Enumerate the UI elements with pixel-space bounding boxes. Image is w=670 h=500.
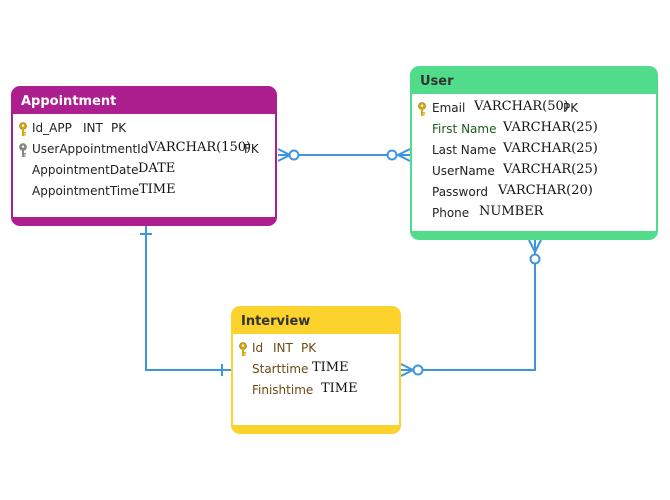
optional-circle-interview-end (412, 364, 424, 376)
entity-user-footer (412, 231, 656, 238)
entity-interview-footer (233, 425, 399, 432)
user-column-password[interactable]: Password VARCHAR(20) (432, 183, 593, 199)
key-icon (18, 143, 28, 158)
entity-interview-header[interactable]: Interview (233, 308, 399, 334)
user-column-username[interactable]: UserName VARCHAR(25) (432, 162, 598, 178)
appointment-column-id-app[interactable]: Id_APP INT PK (13, 119, 275, 139)
key-icon (18, 122, 28, 137)
entity-appointment-header[interactable]: Appointment (13, 88, 275, 114)
appointment-column-userappointmentid[interactable]: UserAppointmentId VARCHAR(150) FK (13, 140, 275, 160)
connector-appointment-interview (145, 226, 231, 371)
appointment-column-appointmentdate[interactable]: AppointmentDate DATE (32, 161, 176, 177)
optional-circle-appointment-end (288, 149, 300, 161)
entity-interview-title: Interview (241, 314, 311, 329)
optional-circle-user-bottom-end (529, 253, 541, 265)
crowfoot-user-bottom-end (528, 239, 542, 255)
user-column-last-name[interactable]: Last Name VARCHAR(25) (432, 141, 598, 157)
user-column-phone[interactable]: Phone NUMBER (432, 204, 544, 220)
connector-interview-user (401, 240, 536, 371)
entity-user-header[interactable]: User (412, 68, 656, 94)
optional-circle-user-end (386, 149, 398, 161)
user-column-first-name[interactable]: First Name VARCHAR(25) (432, 120, 598, 136)
appointment-column-appointmenttime[interactable]: AppointmentTime TIME (32, 182, 176, 198)
key-icon (238, 342, 248, 357)
entity-appointment[interactable]: Appointment Id_APP INT PK UserAppointmen… (11, 86, 277, 226)
interview-column-finishtime[interactable]: Finishtime TIME (252, 381, 358, 397)
entity-appointment-footer (13, 217, 275, 224)
entity-appointment-title: Appointment (21, 94, 117, 109)
key-icon (417, 102, 427, 117)
user-column-email[interactable]: Email VARCHAR(50) PK (412, 99, 656, 119)
interview-column-id[interactable]: Id INT PK (233, 339, 399, 359)
entity-user[interactable]: User Email VARCHAR(50) PK First Name VAR… (410, 66, 658, 240)
entity-interview[interactable]: Interview Id INT PK Starttime TIME Finis… (231, 306, 401, 434)
interview-column-starttime[interactable]: Starttime TIME (252, 360, 349, 376)
crowfoot-user-end (395, 148, 411, 162)
entity-user-title: User (420, 74, 454, 89)
